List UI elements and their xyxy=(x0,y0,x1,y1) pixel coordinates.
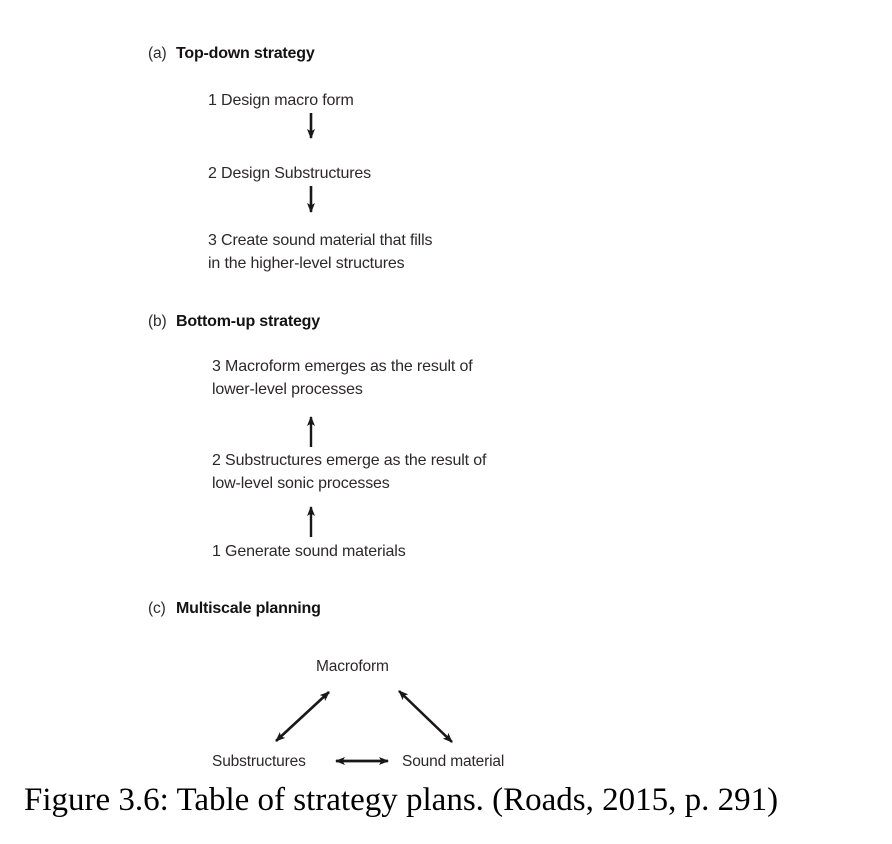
arrow-macroform-sound-material xyxy=(398,690,453,743)
step-b2-line1: 2 Substructures emerge as the result of xyxy=(212,452,487,469)
step-a3-line2: in the higher-level structures xyxy=(208,255,405,272)
step-a1-line1: 1 Design macro form xyxy=(208,92,354,109)
step-b3-line1: 3 Macroform emerges as the result of xyxy=(212,358,473,375)
node-label-substructures: Substructures xyxy=(212,753,306,770)
section-marker-a: (a) xyxy=(148,45,167,62)
section-title-top-down-strategy: Top-down strategy xyxy=(176,45,315,62)
arrow-substructures-macroform xyxy=(275,691,330,742)
step-b3-line2: lower-level processes xyxy=(212,381,363,398)
step-b1-line1: 1 Generate sound materials xyxy=(212,543,406,560)
step-a2-line1: 2 Design Substructures xyxy=(208,165,372,182)
step-a3-line1: 3 Create sound material that fills xyxy=(208,232,433,249)
section-title-bottom-up-strategy: Bottom-up strategy xyxy=(176,313,320,330)
node-label-macroform: Macroform xyxy=(316,658,389,675)
section-title-multiscale-planning: Multiscale planning xyxy=(176,600,321,617)
section-marker-b: (b) xyxy=(148,313,167,330)
step-b2-line2: low-level sonic processes xyxy=(212,475,390,492)
section-marker-c: (c) xyxy=(148,600,166,617)
node-label-sound-material: Sound material xyxy=(402,753,505,770)
figure-caption: Figure 3.6: Table of strategy plans. (Ro… xyxy=(24,782,779,818)
